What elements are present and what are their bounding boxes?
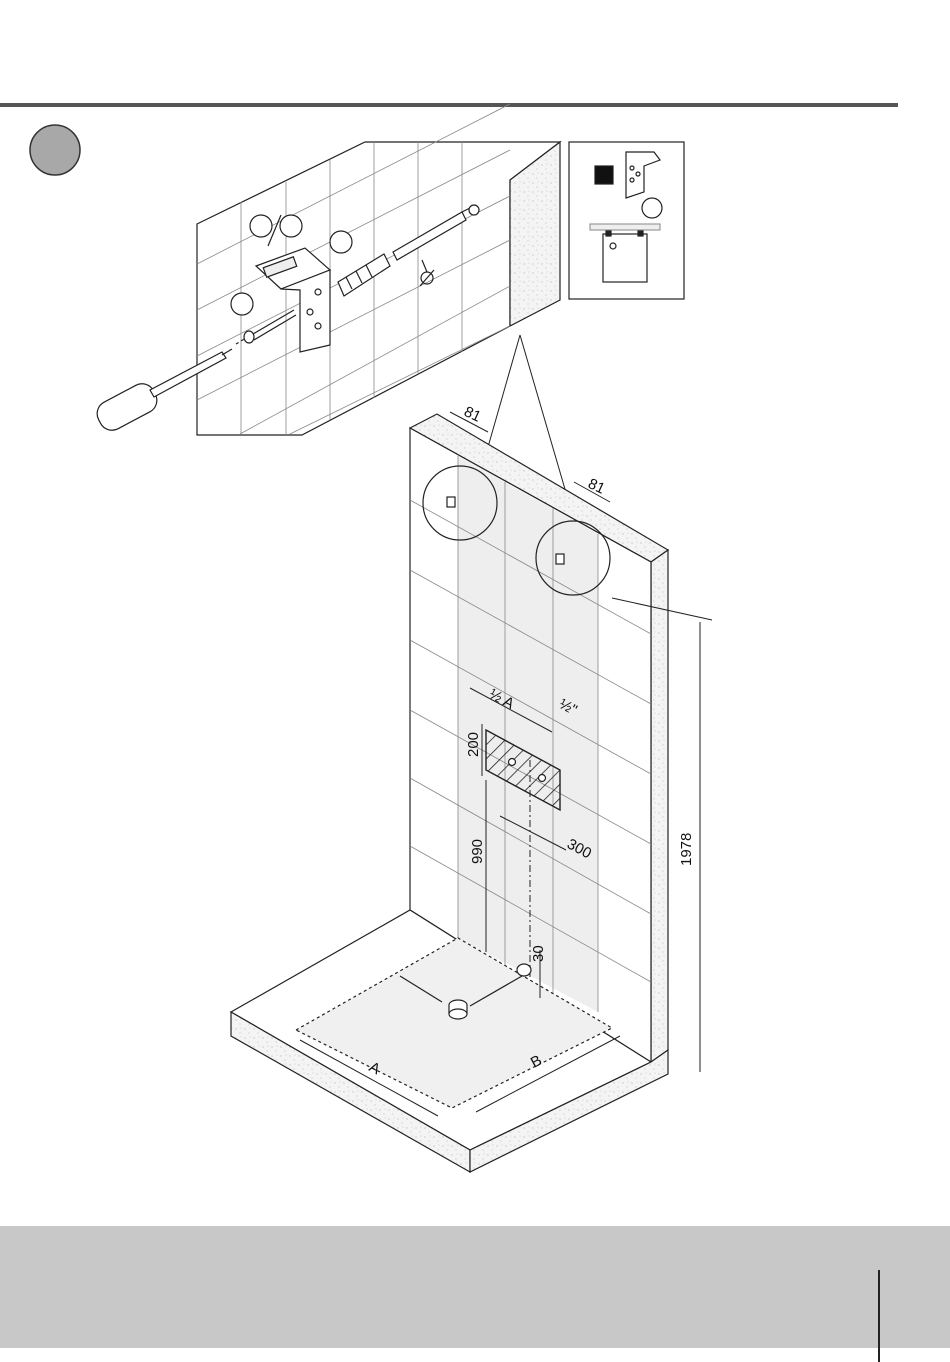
dim-recess-height: 200 [465, 732, 482, 757]
dim-right-bracket-offset: 81 [585, 475, 607, 497]
detail-inset [93, 104, 560, 435]
dim-left-bracket-offset: 81 [461, 403, 483, 425]
dim-recess-base-height: 990 [469, 839, 486, 864]
dim-pipe-height: 30 [530, 945, 547, 962]
step-marker [30, 125, 80, 175]
key-inset [569, 142, 684, 299]
dim-total-height: 1978 [678, 833, 695, 866]
